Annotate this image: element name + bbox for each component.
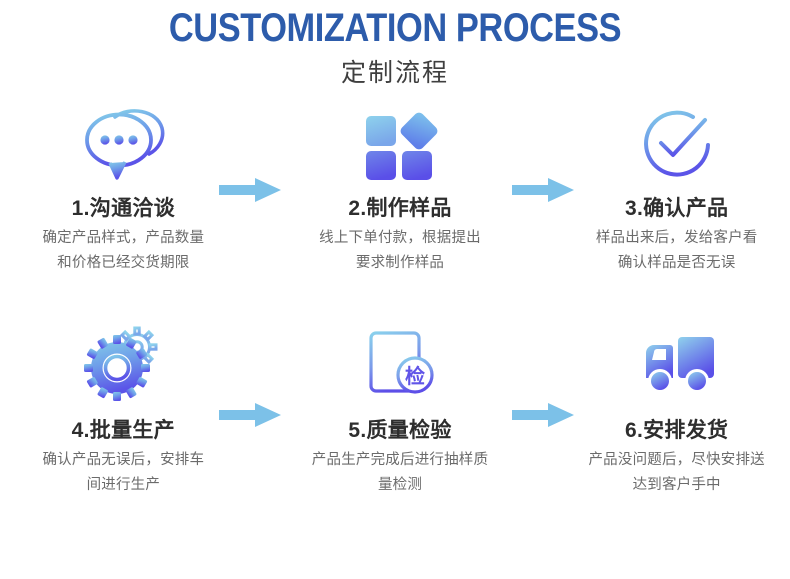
step-5-title: 5.质量检验 — [348, 419, 452, 442]
step-4-description: 确认产品无误后，安排车间进行生产 — [42, 452, 205, 493]
process-step-2: 2.制作样品 线上下单付款，根据提出要求制作样品 — [287, 100, 514, 276]
process-step-5: 检 5.质量检验 产品生产完成后进行抽样质量检测 — [287, 320, 514, 498]
step-6-title: 6.安排发货 — [625, 419, 729, 442]
step-6-description: 产品没问题后，尽快安排送达到客户手中 — [588, 452, 765, 493]
check-circle-icon — [643, 110, 710, 177]
arrow-right-icon — [219, 178, 281, 202]
step-1-title: 1.沟通洽谈 — [71, 197, 175, 220]
arrow-right-icon — [512, 403, 574, 427]
document-inspect-icon: 检 — [369, 331, 434, 394]
step-3-description: 样品出来后，发给客户看确认样品是否无误 — [595, 230, 758, 271]
arrow-step4-to-step5 — [219, 403, 281, 427]
arrow-step2-to-step3 — [512, 178, 574, 202]
process-step-4: 4.批量生产 确认产品无误后，安排车间进行生产 — [10, 320, 237, 498]
step-6-icon-container — [563, 320, 790, 408]
arrow-step5-to-step6 — [512, 403, 574, 427]
step-4-icon-container — [10, 320, 237, 408]
process-row-top: 1.沟通洽谈 确定产品样式，产品数量和价格已经交货期限 2.制作样品 线上下单付… — [0, 100, 790, 276]
chat-bubble-icon — [85, 109, 165, 180]
step-5-icon-container: 检 — [287, 320, 514, 408]
step-2-icon-container — [287, 100, 514, 186]
gears-icon — [84, 326, 158, 401]
blocks-icon — [366, 112, 438, 180]
process-step-3: 3.确认产品 样品出来后，发给客户看确认样品是否无误 — [563, 100, 790, 276]
step-2-description: 线上下单付款，根据提出要求制作样品 — [319, 230, 481, 271]
inspect-badge-character: 检 — [405, 364, 425, 388]
process-step-1: 1.沟通洽谈 确定产品样式，产品数量和价格已经交货期限 — [10, 100, 237, 276]
step-4-title: 4.批量生产 — [71, 419, 175, 442]
arrow-step1-to-step2 — [219, 178, 281, 202]
page-header: CUSTOMIZATION PROCESS 定制流程 — [0, 0, 790, 88]
arrow-right-icon — [512, 178, 574, 202]
step-3-icon-container — [563, 100, 790, 186]
process-row-bottom: 4.批量生产 确认产品无误后，安排车间进行生产 检 5.质量检 — [0, 320, 790, 498]
step-5-description: 产品生产完成后进行抽样质量检测 — [311, 452, 489, 493]
truck-icon — [645, 337, 714, 393]
step-1-description: 确定产品样式，产品数量和价格已经交货期限 — [42, 230, 205, 271]
page-title-english: CUSTOMIZATION PROCESS — [168, 6, 622, 50]
page-title-chinese: 定制流程 — [340, 59, 449, 87]
step-1-icon-container — [10, 100, 237, 186]
process-step-6: 6.安排发货 产品没问题后，尽快安排送达到客户手中 — [563, 320, 790, 498]
step-3-title: 3.确认产品 — [625, 197, 729, 220]
arrow-right-icon — [219, 403, 281, 427]
step-2-title: 2.制作样品 — [348, 197, 452, 220]
